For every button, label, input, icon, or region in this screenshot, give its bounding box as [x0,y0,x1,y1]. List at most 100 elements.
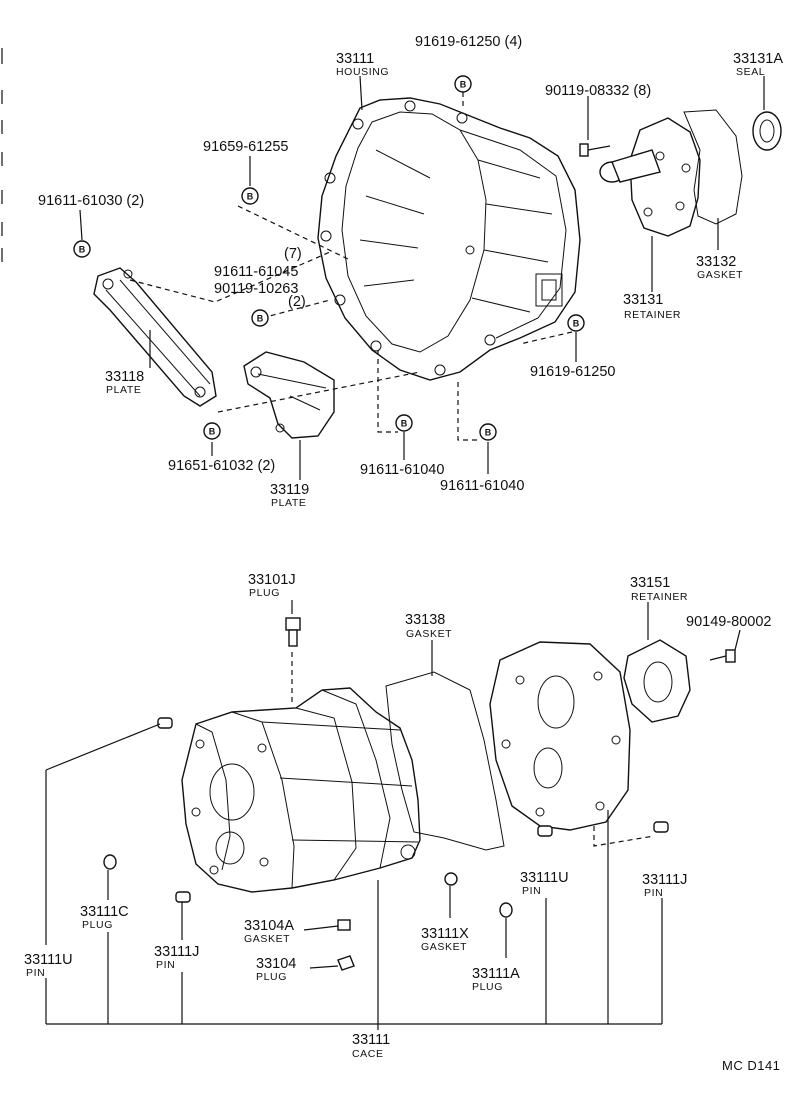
callout-33131A-part: 33131A [733,51,783,67]
callout-33118-part: 33118 [105,369,144,385]
gasket-33104A-part [337,919,351,931]
gasket-33111X-part [444,872,458,886]
callout-91651-61032: 91651-61032 (2) [168,458,275,474]
rear-gasket-drawing [385,671,505,851]
callout-33119-part: 33119 [270,482,309,498]
callout-33104-name: PLUG [256,971,287,983]
callout-33131-part: 33131 [623,292,663,308]
callout-33104A-part: 33104A [244,918,294,934]
clutch-housing-drawing [317,97,581,381]
retainer-bolt-drawing [579,143,611,157]
callout-33151-name: RETAINER [631,591,688,603]
svg-text:B: B [247,192,254,202]
plate-33119-drawing [243,351,335,439]
plug-33111A-part [499,902,513,918]
callout-33131A-name: SEAL [736,66,765,78]
bolt-marker-2: B [241,187,259,205]
callout-91611-61040-a: 91611-61040 [360,462,444,478]
callout-33111C-part: 33111C [80,904,129,920]
callout-33138-part: 33138 [405,612,445,628]
callout-qty-7: (7) [284,246,302,262]
callout-33111J-right-name: PIN [644,887,663,899]
front-retainer-drawing [599,117,701,237]
callout-33119-name: PLATE [271,497,306,509]
callout-33111J-right-part: 33111J [642,872,687,888]
callout-91611-61040-b: 91611-61040 [440,478,524,494]
callout-33131-name: RETAINER [624,309,681,321]
extension-housing-drawing [489,641,631,831]
callout-33111-housing-part: 33111 [336,51,374,67]
callout-33118-name: PLATE [106,384,141,396]
callout-33104-part: 33104 [256,956,296,972]
upper-dash-lines [129,92,573,441]
callout-91619-61250-4: 91619-61250 (4) [415,34,522,50]
small-parts [103,717,669,971]
callout-90149-80002: 90149-80002 [686,614,771,630]
svg-text:B: B [79,245,86,255]
callout-33111-case-part: 33111 [352,1032,390,1048]
callout-33104A-name: GASKET [244,933,290,945]
front-gasket-drawing [683,109,743,225]
lower-callouts: 33101J PLUG 33151 RETAINER 33138 GASKET … [24,572,771,1060]
callout-90119-08332: 90119-08332 (8) [545,83,651,99]
callout-33111C-name: PLUG [82,919,113,931]
callout-33111U-mid-part: 33111U [520,870,569,886]
pin-33111U-mid-part [537,825,553,837]
callout-33111U-mid-name: PIN [522,885,541,897]
callout-33111U-left-part: 33111U [24,952,73,968]
transmission-case-drawing [181,687,421,893]
bolt-marker-8: B [479,423,497,441]
svg-text:B: B [401,419,408,429]
bolt-marker-5: B [567,314,585,332]
svg-text:B: B [460,80,467,90]
bolt-marker-7: B [395,414,413,432]
callout-33101J-part: 33101J [248,572,296,588]
callout-33111A-name: PLUG [472,981,503,993]
plug-33111C-part [103,854,117,870]
seal-drawing [752,111,782,151]
upper-leader-lines [79,75,765,480]
lower-leader-lines [45,600,741,1030]
callout-33111X-name: GASKET [421,941,467,953]
svg-text:B: B [485,428,492,438]
pin-33111J-left-part [175,891,191,903]
svg-text:B: B [573,319,580,329]
callout-33111U-left-name: PIN [26,967,45,979]
callout-33111J-left-name: PIN [156,959,175,971]
callout-33111-housing-name: HOUSING [336,66,389,78]
callout-33111J-left-part: 33111J [154,944,199,960]
bolt-marker-3: B [73,240,91,258]
callout-33111-case-name: CACE [352,1048,384,1060]
callout-91619-61250: 91619-61250 [530,364,615,380]
callout-91611-61030: 91611-61030 (2) [38,193,144,209]
svg-text:B: B [257,314,264,324]
rear-retainer-drawing [623,639,691,723]
bolt-marker-4: B [251,309,269,327]
callout-90119-10263: 90119-10263 [214,281,298,297]
plug-33104-part [337,955,355,971]
callout-33151-part: 33151 [630,575,670,591]
callout-33111X-part: 33111X [421,926,469,942]
lower-dash-lines [291,652,655,847]
callout-qty-2: (2) [288,294,306,310]
callout-33132-name: GASKET [697,269,743,281]
callout-33111A-part: 33111A [472,966,520,982]
upper-callouts: 33111 HOUSING 91619-61250 (4) 33131A SEA… [38,34,783,509]
callout-91659-61255: 91659-61255 [203,139,288,155]
diagram-id: MC D141 [722,1058,780,1073]
bolt-marker-1: B [454,75,472,93]
pin-33111J-right-part [653,821,669,833]
callout-33101J-name: PLUG [249,587,280,599]
pin-33111U-left-part [157,717,173,729]
plug-33101J-drawing [285,617,301,647]
rear-bolt-drawing [709,649,736,663]
svg-text:B: B [209,427,216,437]
callout-33138-name: GASKET [406,628,452,640]
callout-91611-61045: 91611-61045 [214,264,298,280]
callout-33132-part: 33132 [696,254,736,270]
b-markers: B B B B B B B B [73,75,585,441]
bolt-marker-6: B [203,422,221,440]
plate-33118-drawing [93,267,217,407]
